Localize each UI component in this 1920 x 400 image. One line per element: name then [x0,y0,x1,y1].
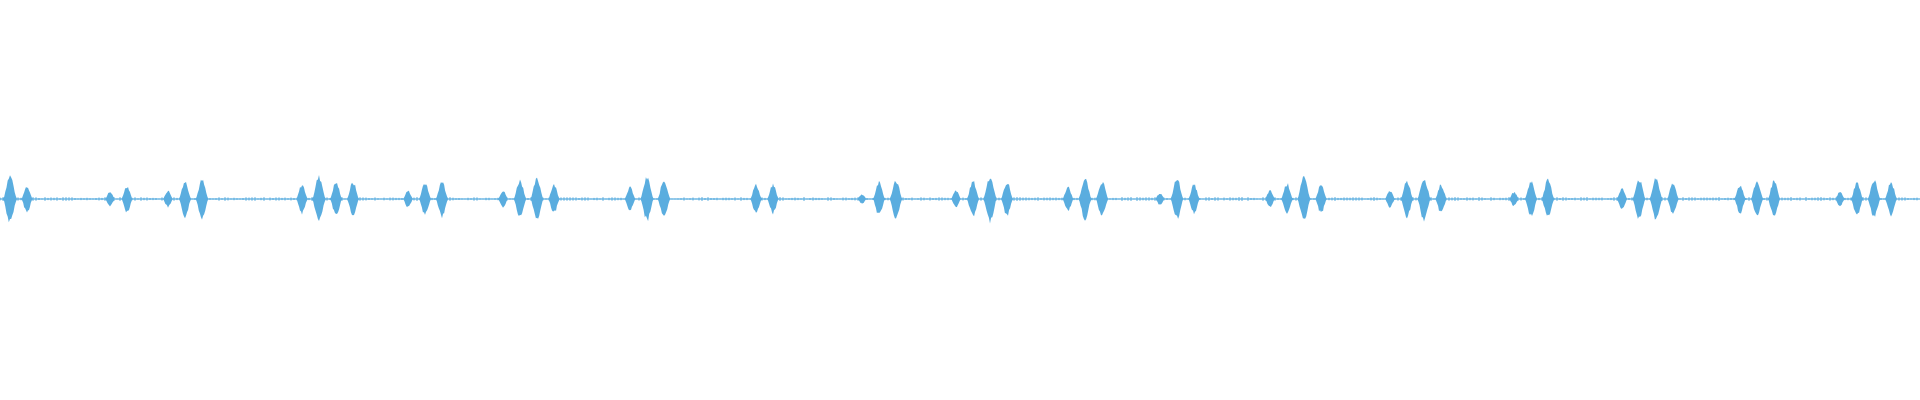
burst-group [1734,180,1781,216]
waveform-burst [1000,183,1014,216]
waveform-burst [1767,180,1781,216]
waveform-burst [1078,178,1092,221]
burst-group [1509,178,1555,216]
waveform-burst [1750,181,1764,216]
burst-group [1384,180,1447,222]
waveform-burst [548,184,560,212]
waveform-burst [1541,178,1555,216]
burst-group [857,180,903,219]
waveform-burst [1632,180,1646,219]
waveform-burst [435,182,449,219]
waveform-burst [1417,180,1431,222]
waveform-burst [195,179,209,220]
burst-group [950,178,1014,224]
waveform-burst [983,178,997,224]
waveform-burst [312,175,326,221]
waveform-burst [1297,175,1311,219]
waveform-burst [1435,184,1447,212]
waveform-burst [121,186,133,213]
waveform-burst [497,191,509,208]
waveform-burst [889,180,903,219]
waveform-burst [178,181,192,219]
waveform-burst [872,180,886,213]
waveform-burst [296,185,308,215]
waveform-burst [513,179,527,216]
